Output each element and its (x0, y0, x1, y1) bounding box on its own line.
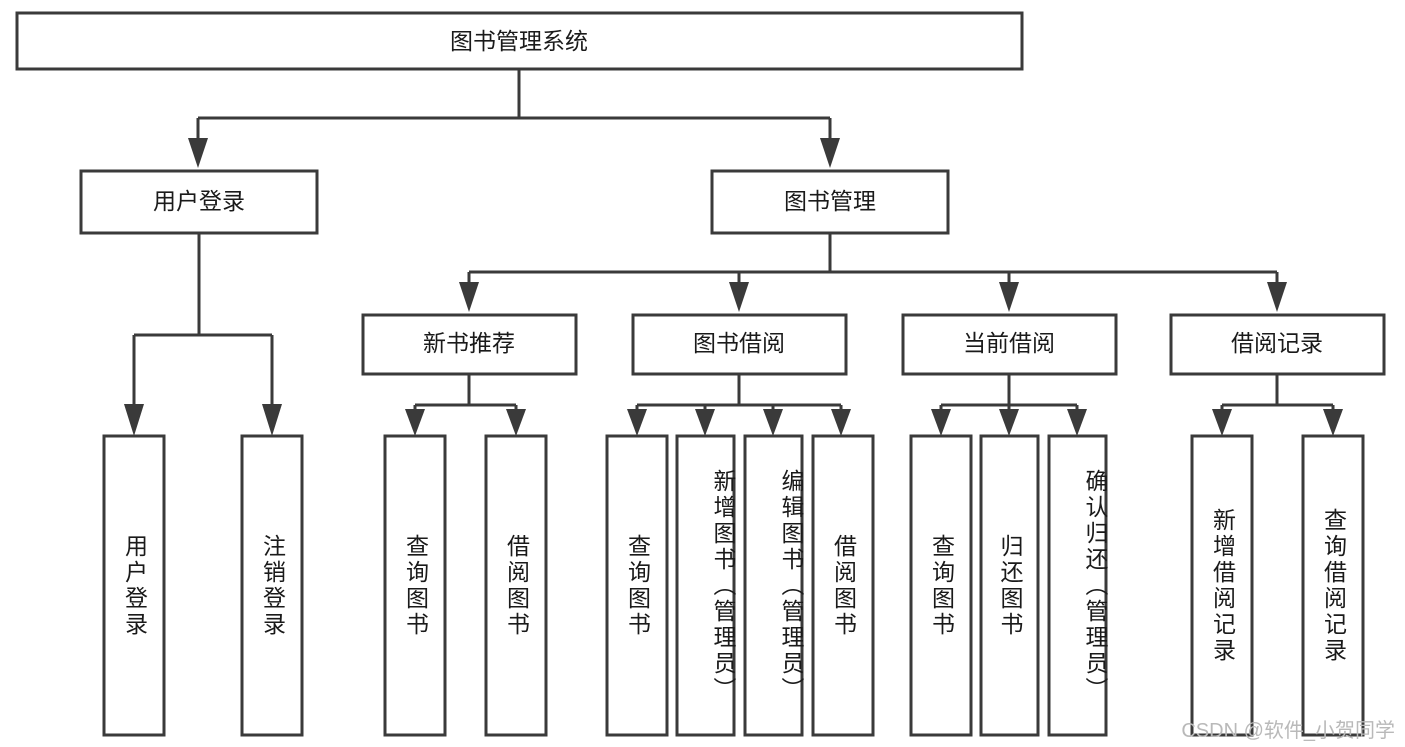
leaf-query-book-2-box[interactable] (605, 434, 669, 737)
arrow-to-book-borrow (729, 282, 749, 312)
arrow-to-user-login (188, 138, 208, 168)
arrow-to-leaf-user-login (124, 404, 144, 436)
leaf-return-book-box[interactable] (979, 434, 1040, 737)
arrow-to-leaf-query-book-1 (405, 409, 425, 436)
arrow-to-leaf-query-book-2 (627, 409, 647, 436)
connector-user-login-to-leaves (124, 233, 282, 436)
arrow-to-current-borrow (999, 282, 1019, 312)
current-borrow-label: 当前借阅 (963, 330, 1055, 356)
connector-new-book-recommend-to-leaves (405, 374, 526, 436)
watermark-text: CSDN @软件_小贺同学 (1181, 720, 1395, 742)
arrow-to-leaf-query-record (1323, 409, 1343, 436)
leaf-query-record-box[interactable] (1301, 434, 1365, 737)
leaf-confirm-return-box[interactable] (1047, 434, 1108, 737)
node-borrow-record[interactable]: 借阅记录 (1169, 313, 1386, 376)
leaf-add-book-label: 新增图书（管理员） (710, 468, 736, 703)
book-borrow-box[interactable] (631, 313, 848, 376)
node-user-login[interactable]: 用户登录 (79, 169, 319, 235)
connector-current-borrow-to-leaves (931, 374, 1087, 436)
root-box[interactable] (15, 11, 1024, 71)
leaf-user-logout-label: 注销登录 (259, 533, 286, 638)
node-current-borrow[interactable]: 当前借阅 (901, 313, 1118, 376)
node-root[interactable]: 图书管理系统 (15, 11, 1024, 71)
node-book-borrow[interactable]: 图书借阅 (631, 313, 848, 376)
connector-root-to-level2 (188, 69, 840, 168)
leaf-borrow-book-1-box[interactable] (484, 434, 548, 737)
leaf-edit-book-box[interactable] (743, 434, 804, 737)
user-login-label: 用户登录 (153, 188, 245, 214)
new-book-recommend-label: 新书推荐 (423, 330, 515, 356)
new-book-recommend-box[interactable] (361, 313, 578, 376)
book-management-label: 图书管理 (784, 188, 876, 214)
leaf-query-book-3-box[interactable] (909, 434, 973, 737)
leaf-user-login-box[interactable] (102, 434, 166, 737)
arrow-to-leaf-return-book (999, 409, 1019, 436)
leaf-edit-book-label: 编辑图书（管理员） (778, 468, 804, 703)
node-book-management[interactable]: 图书管理 (710, 169, 950, 235)
current-borrow-box[interactable] (901, 313, 1118, 376)
leaf-user-login-label: 用户登录 (121, 533, 148, 638)
connector-book-management-to-level3 (459, 233, 1287, 312)
arrow-to-leaf-query-book-3 (931, 409, 951, 436)
arrow-to-leaf-borrow-book-1 (506, 409, 526, 436)
book-borrow-label: 图书借阅 (693, 330, 785, 356)
leaf-query-book-3-label: 查询图书 (928, 533, 955, 638)
leaf-boxes (102, 434, 1365, 737)
arrow-to-leaf-user-logout (262, 404, 282, 436)
connector-book-borrow-to-leaves (627, 374, 851, 436)
arrow-to-leaf-add-book (695, 409, 715, 436)
arrow-to-book-management (820, 138, 840, 168)
leaf-confirm-return-label: 确认归还（管理员） (1082, 468, 1108, 703)
leaf-query-book-2-label: 查询图书 (624, 533, 651, 638)
leaf-borrow-book-2-box[interactable] (811, 434, 875, 737)
leaf-query-book-1-box[interactable] (383, 434, 447, 737)
connector-borrow-record-to-leaves (1212, 374, 1343, 436)
leaf-query-book-1-label: 查询图书 (402, 533, 429, 638)
arrow-to-new-book-recommend (459, 282, 479, 312)
arrow-to-leaf-edit-book (763, 409, 783, 436)
node-new-book-recommend[interactable]: 新书推荐 (361, 313, 578, 376)
borrow-record-label: 借阅记录 (1231, 330, 1323, 356)
leaf-borrow-book-2-label: 借阅图书 (830, 533, 857, 638)
arrow-to-leaf-confirm-return (1067, 409, 1087, 436)
leaf-add-record-label: 新增借阅记录 (1209, 507, 1236, 664)
leaf-user-logout-box[interactable] (240, 434, 304, 737)
leaf-query-record-label: 查询借阅记录 (1320, 507, 1347, 664)
leaf-add-record-box[interactable] (1190, 434, 1254, 737)
arrow-to-borrow-record (1267, 282, 1287, 312)
arrow-to-leaf-add-record (1212, 409, 1232, 436)
leaf-add-book-box[interactable] (675, 434, 736, 737)
leaf-borrow-book-1-label: 借阅图书 (503, 533, 530, 638)
arrow-to-leaf-borrow-book-2 (831, 409, 851, 436)
leaf-return-book-label: 归还图书 (997, 533, 1023, 638)
root-label: 图书管理系统 (450, 28, 588, 54)
